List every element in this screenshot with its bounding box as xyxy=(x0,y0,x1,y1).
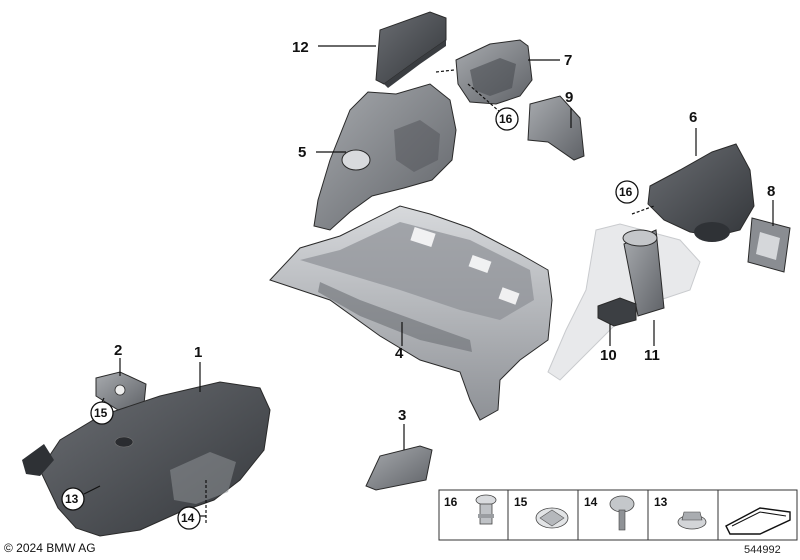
circled-callout-14-label: 14 xyxy=(181,511,195,525)
part-3-wedge xyxy=(365,445,433,491)
circled-callout-16-right-label: 16 xyxy=(619,185,633,199)
part-5-wheel-arch-panel xyxy=(313,83,457,231)
callout-8: 8 xyxy=(767,183,775,226)
callout-5-label: 5 xyxy=(298,144,306,161)
legend-item-15: 15 xyxy=(514,495,569,529)
circled-callout-14: 14 xyxy=(177,480,207,530)
part-8-plate xyxy=(747,217,791,273)
callout-4-label: 4 xyxy=(395,345,404,362)
copyright-notice: © 2024 BMW AG xyxy=(4,541,96,555)
vehicle-orientation-arrow-icon xyxy=(725,507,791,535)
document-number: 544992 xyxy=(744,544,781,556)
legend-item-13: 13 xyxy=(654,495,707,530)
callout-11: 11 xyxy=(644,320,660,364)
callout-9: 9 xyxy=(565,89,573,128)
part-11-cylinder-pad xyxy=(622,229,665,317)
callout-12-label: 12 xyxy=(292,39,309,56)
circled-callout-16-upper: 16 xyxy=(435,69,519,131)
callout-3-label: 3 xyxy=(398,407,406,424)
callout-3: 3 xyxy=(398,407,406,450)
callout-6-label: 6 xyxy=(689,109,697,126)
part-9-pad xyxy=(527,95,585,161)
legend-item-13-label: 13 xyxy=(654,495,668,509)
callout-1-label: 1 xyxy=(194,344,202,361)
flange-nut-icon xyxy=(677,511,707,530)
callout-12: 12 xyxy=(292,39,376,56)
part-6-side-trim xyxy=(647,143,755,242)
part-10-block xyxy=(597,297,637,327)
callout-5: 5 xyxy=(298,144,346,161)
legend-item-14: 14 xyxy=(584,495,635,531)
callout-11-label: 11 xyxy=(644,347,660,364)
speed-nut-icon xyxy=(535,507,569,529)
callout-6: 6 xyxy=(689,109,697,156)
fastener-legend: 16 15 14 13 xyxy=(438,489,798,541)
push-rivet-icon xyxy=(475,494,497,525)
legend-item-16-label: 16 xyxy=(444,495,458,509)
callout-1: 1 xyxy=(194,344,202,392)
legend-item-14-label: 14 xyxy=(584,495,598,509)
part-7-side-panel xyxy=(455,39,533,105)
part-12-insulation-pad xyxy=(375,11,447,88)
callout-10: 10 xyxy=(600,324,617,364)
callout-8-label: 8 xyxy=(767,183,775,200)
circled-callout-16-upper-label: 16 xyxy=(499,112,513,126)
circled-callout-16-right: 16 xyxy=(615,180,655,215)
callout-9-label: 9 xyxy=(565,89,573,106)
callout-2-label: 2 xyxy=(114,342,122,359)
callout-7: 7 xyxy=(528,52,572,69)
circled-callout-15-label: 15 xyxy=(94,406,108,420)
screw-icon xyxy=(609,495,635,531)
callout-2: 2 xyxy=(114,342,122,376)
legend-item-15-label: 15 xyxy=(514,495,528,509)
legend-item-16: 16 xyxy=(444,494,497,525)
callout-4: 4 xyxy=(395,322,404,362)
circled-callout-13-label: 13 xyxy=(65,492,79,506)
callout-10-label: 10 xyxy=(600,347,617,364)
callout-7-label: 7 xyxy=(564,52,572,69)
part-1-floor-insulation xyxy=(22,381,271,537)
part-4-floor-mat xyxy=(269,205,553,421)
circled-callout-15: 15 xyxy=(90,397,114,425)
circled-callout-13: 13 xyxy=(61,485,101,511)
